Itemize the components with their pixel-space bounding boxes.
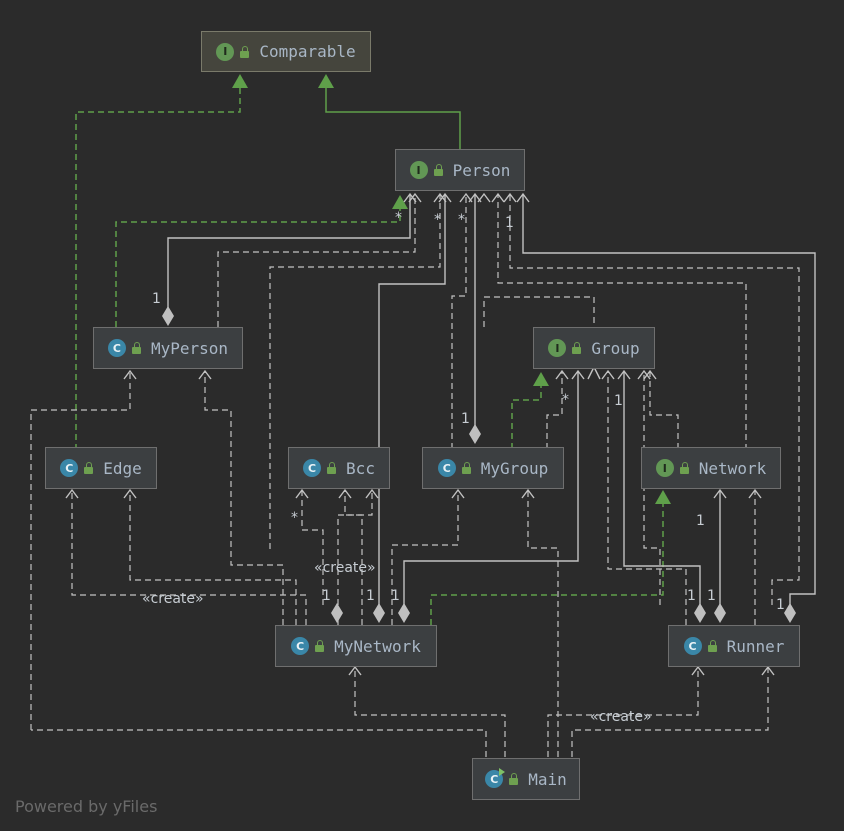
- label-create-runner: «create»: [590, 709, 652, 725]
- footer-watermark: Powered by yFiles: [15, 797, 158, 816]
- lock-icon: [84, 462, 94, 474]
- star-group: *: [562, 392, 569, 408]
- node-main[interactable]: C Main: [472, 758, 580, 800]
- mult-group: 1: [614, 393, 623, 409]
- star-person-3: *: [458, 212, 465, 228]
- class-icon: C: [291, 637, 310, 655]
- edge-myperson-person: [115, 205, 401, 327]
- node-group[interactable]: I Group: [533, 327, 655, 369]
- lock-icon: [509, 773, 519, 785]
- class-icon: C: [60, 459, 79, 477]
- node-myperson[interactable]: C MyPerson: [93, 327, 243, 369]
- star-person-1: *: [395, 210, 402, 226]
- node-bcc[interactable]: C Bcc: [288, 447, 390, 489]
- label-create-bcc: «create»: [314, 560, 376, 576]
- node-label: Network: [698, 458, 767, 478]
- node-mynetwork[interactable]: C MyNetwork: [275, 625, 437, 667]
- star-person-2: *: [434, 212, 441, 228]
- edge-mynetwork-network: [430, 500, 664, 625]
- lock-icon: [707, 640, 717, 652]
- mult-runner-2: 1: [707, 588, 716, 604]
- lock-icon: [131, 342, 141, 354]
- edge-mygroup-group: [511, 382, 542, 449]
- lock-icon: [315, 640, 325, 652]
- realization-edges: [75, 84, 664, 625]
- node-person[interactable]: I Person: [395, 149, 525, 191]
- interface-icon: I: [655, 459, 674, 477]
- class-icon: C: [107, 339, 126, 357]
- node-label: Runner: [726, 636, 785, 656]
- mult-myperson: 1: [152, 291, 161, 307]
- main-class-icon: C: [485, 768, 506, 788]
- node-network[interactable]: I Network: [641, 447, 781, 489]
- node-label: Comparable: [259, 42, 356, 61]
- star-bcc: *: [291, 510, 298, 526]
- edge-person-comparable: [325, 84, 461, 149]
- edge-mypers-comparable: [75, 84, 241, 450]
- interface-icon: I: [548, 339, 567, 357]
- lock-icon: [433, 164, 443, 176]
- node-label: Bcc: [346, 458, 375, 478]
- lock-icon: [572, 342, 582, 354]
- class-icon: C: [683, 637, 702, 655]
- mult-runner-1: 1: [687, 588, 696, 604]
- node-label: Edge: [103, 458, 142, 478]
- node-label: MyGroup: [480, 458, 549, 478]
- lock-icon: [679, 462, 689, 474]
- node-runner[interactable]: C Runner: [668, 625, 800, 667]
- node-edge[interactable]: C Edge: [45, 447, 157, 489]
- mult-mynetwork-3: 1: [391, 588, 400, 604]
- mult-person-1: 1: [505, 215, 514, 231]
- label-create-edge: «create»: [142, 591, 204, 607]
- node-label: Group: [591, 338, 640, 358]
- mult-network: 1: [696, 513, 705, 529]
- node-label: MyNetwork: [334, 636, 421, 656]
- lock-icon: [461, 462, 471, 474]
- class-icon: C: [303, 459, 322, 477]
- mult-mygroup: 1: [461, 411, 470, 427]
- class-icon: C: [437, 459, 456, 477]
- node-label: Person: [452, 160, 511, 180]
- node-label: Main: [528, 769, 567, 789]
- mult-mynetwork-1: 1: [322, 588, 331, 604]
- mult-mynetwork-2: 1: [366, 588, 375, 604]
- node-label: MyPerson: [150, 338, 229, 358]
- association-edges: [167, 194, 816, 605]
- lock-icon: [327, 462, 337, 474]
- lock-icon: [240, 45, 250, 58]
- mult-runner-3: 1: [776, 597, 785, 613]
- realization-arrowheads: [232, 74, 671, 504]
- node-mygroup[interactable]: C MyGroup: [422, 447, 564, 489]
- interface-icon: I: [409, 161, 428, 179]
- node-comparable[interactable]: I Comparable: [201, 31, 371, 72]
- interface-icon: I: [216, 42, 235, 61]
- composition-diamonds: [162, 306, 796, 623]
- dependency-arrowheads: [65, 192, 775, 676]
